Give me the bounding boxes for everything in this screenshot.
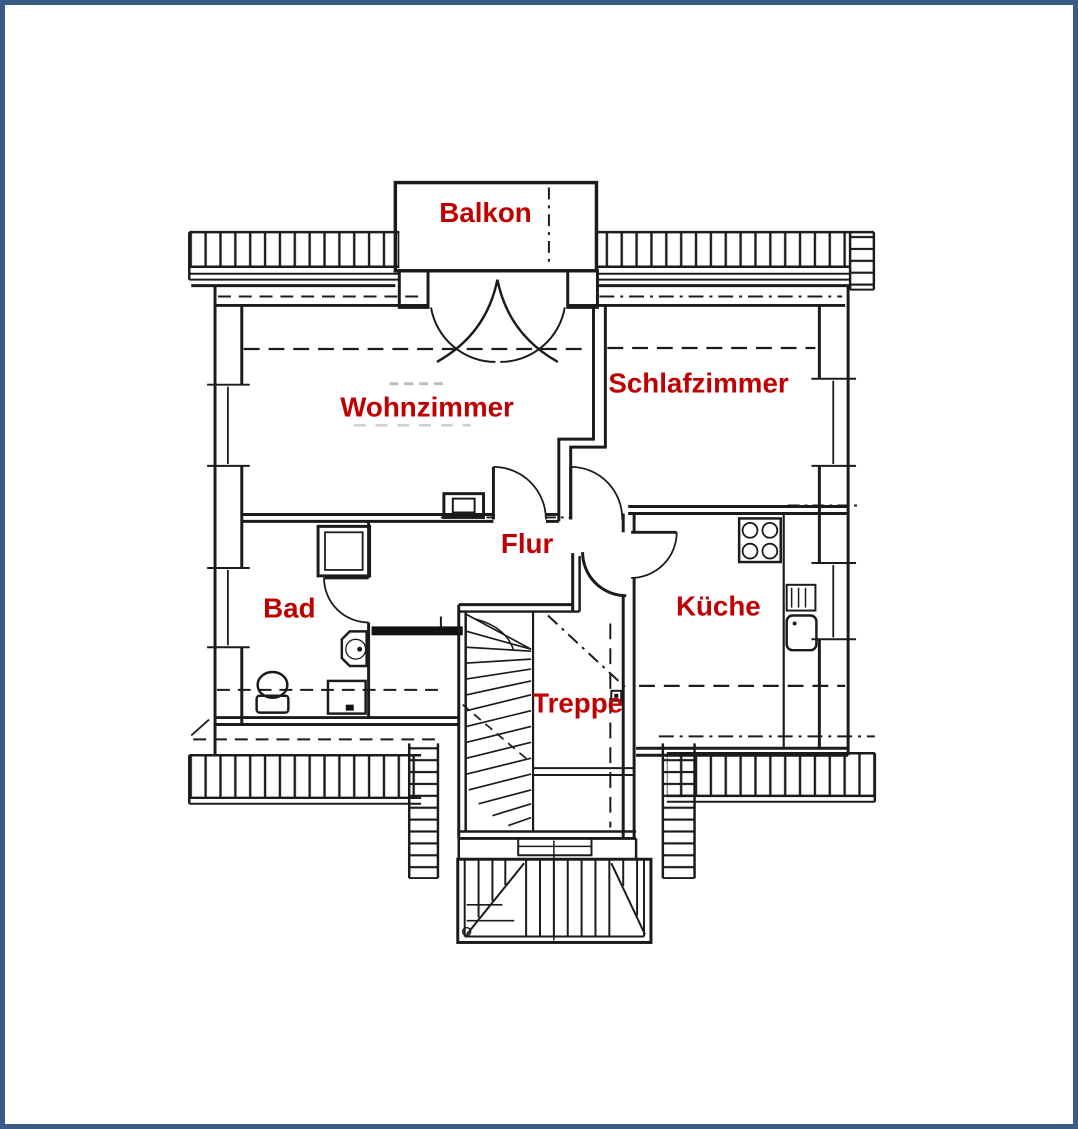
kitchen-door bbox=[631, 530, 678, 579]
balcony-pillar-left bbox=[397, 269, 430, 309]
bathroom-door bbox=[323, 576, 369, 624]
window-left-2 bbox=[207, 566, 250, 649]
thick-wall-bar bbox=[371, 626, 463, 636]
label-kueche: Küche bbox=[676, 591, 761, 622]
dashed-guide-lines bbox=[193, 295, 875, 741]
fixtures bbox=[255, 492, 818, 749]
balcony-pillar-right bbox=[566, 269, 599, 309]
railing-top-right bbox=[597, 232, 850, 267]
bathroom-cabinet bbox=[326, 679, 367, 715]
railing-top-left bbox=[189, 232, 400, 267]
label-bad: Bad bbox=[263, 593, 315, 624]
room-labels: Balkon Wohnzimmer Schlafzimmer Flur Bad … bbox=[263, 197, 789, 718]
window-right-1 bbox=[811, 377, 857, 467]
winder-treads bbox=[466, 613, 532, 827]
railing-bottom-left bbox=[189, 755, 422, 798]
balcony bbox=[393, 180, 599, 363]
railing-top-right-return bbox=[850, 232, 874, 290]
curved-wall-corner bbox=[581, 552, 627, 598]
window-right-2 bbox=[811, 562, 857, 641]
floor-plan-drawing: Balkon Wohnzimmer Schlafzimmer Flur Bad … bbox=[188, 180, 877, 944]
label-balkon: Balkon bbox=[439, 197, 531, 228]
toilet bbox=[255, 670, 290, 714]
bedroom-door bbox=[569, 466, 624, 520]
section-marks bbox=[440, 504, 861, 519]
stove bbox=[737, 517, 782, 564]
window-left-1 bbox=[207, 383, 250, 467]
lower-stair-flight bbox=[456, 840, 653, 944]
staircase bbox=[456, 603, 653, 944]
stair-railing-right bbox=[662, 743, 695, 879]
living-room-door bbox=[491, 466, 547, 520]
stair-post bbox=[610, 689, 623, 702]
label-schlafzimmer: Schlafzimmer bbox=[608, 368, 789, 399]
railing-bottom-right bbox=[666, 753, 875, 796]
shower bbox=[316, 524, 372, 578]
label-treppe: Treppe bbox=[532, 688, 623, 719]
label-flur: Flur bbox=[501, 528, 554, 559]
stair-railing-left bbox=[409, 743, 438, 879]
doors bbox=[323, 466, 678, 624]
balcony-railings bbox=[188, 230, 877, 880]
bathroom-sink bbox=[340, 630, 368, 668]
walls bbox=[190, 284, 857, 839]
kitchen-sink bbox=[785, 614, 818, 652]
label-wohnzimmer: Wohnzimmer bbox=[340, 391, 514, 422]
balcony-double-door bbox=[430, 279, 566, 363]
kitchen-faucet-panel bbox=[785, 583, 817, 612]
